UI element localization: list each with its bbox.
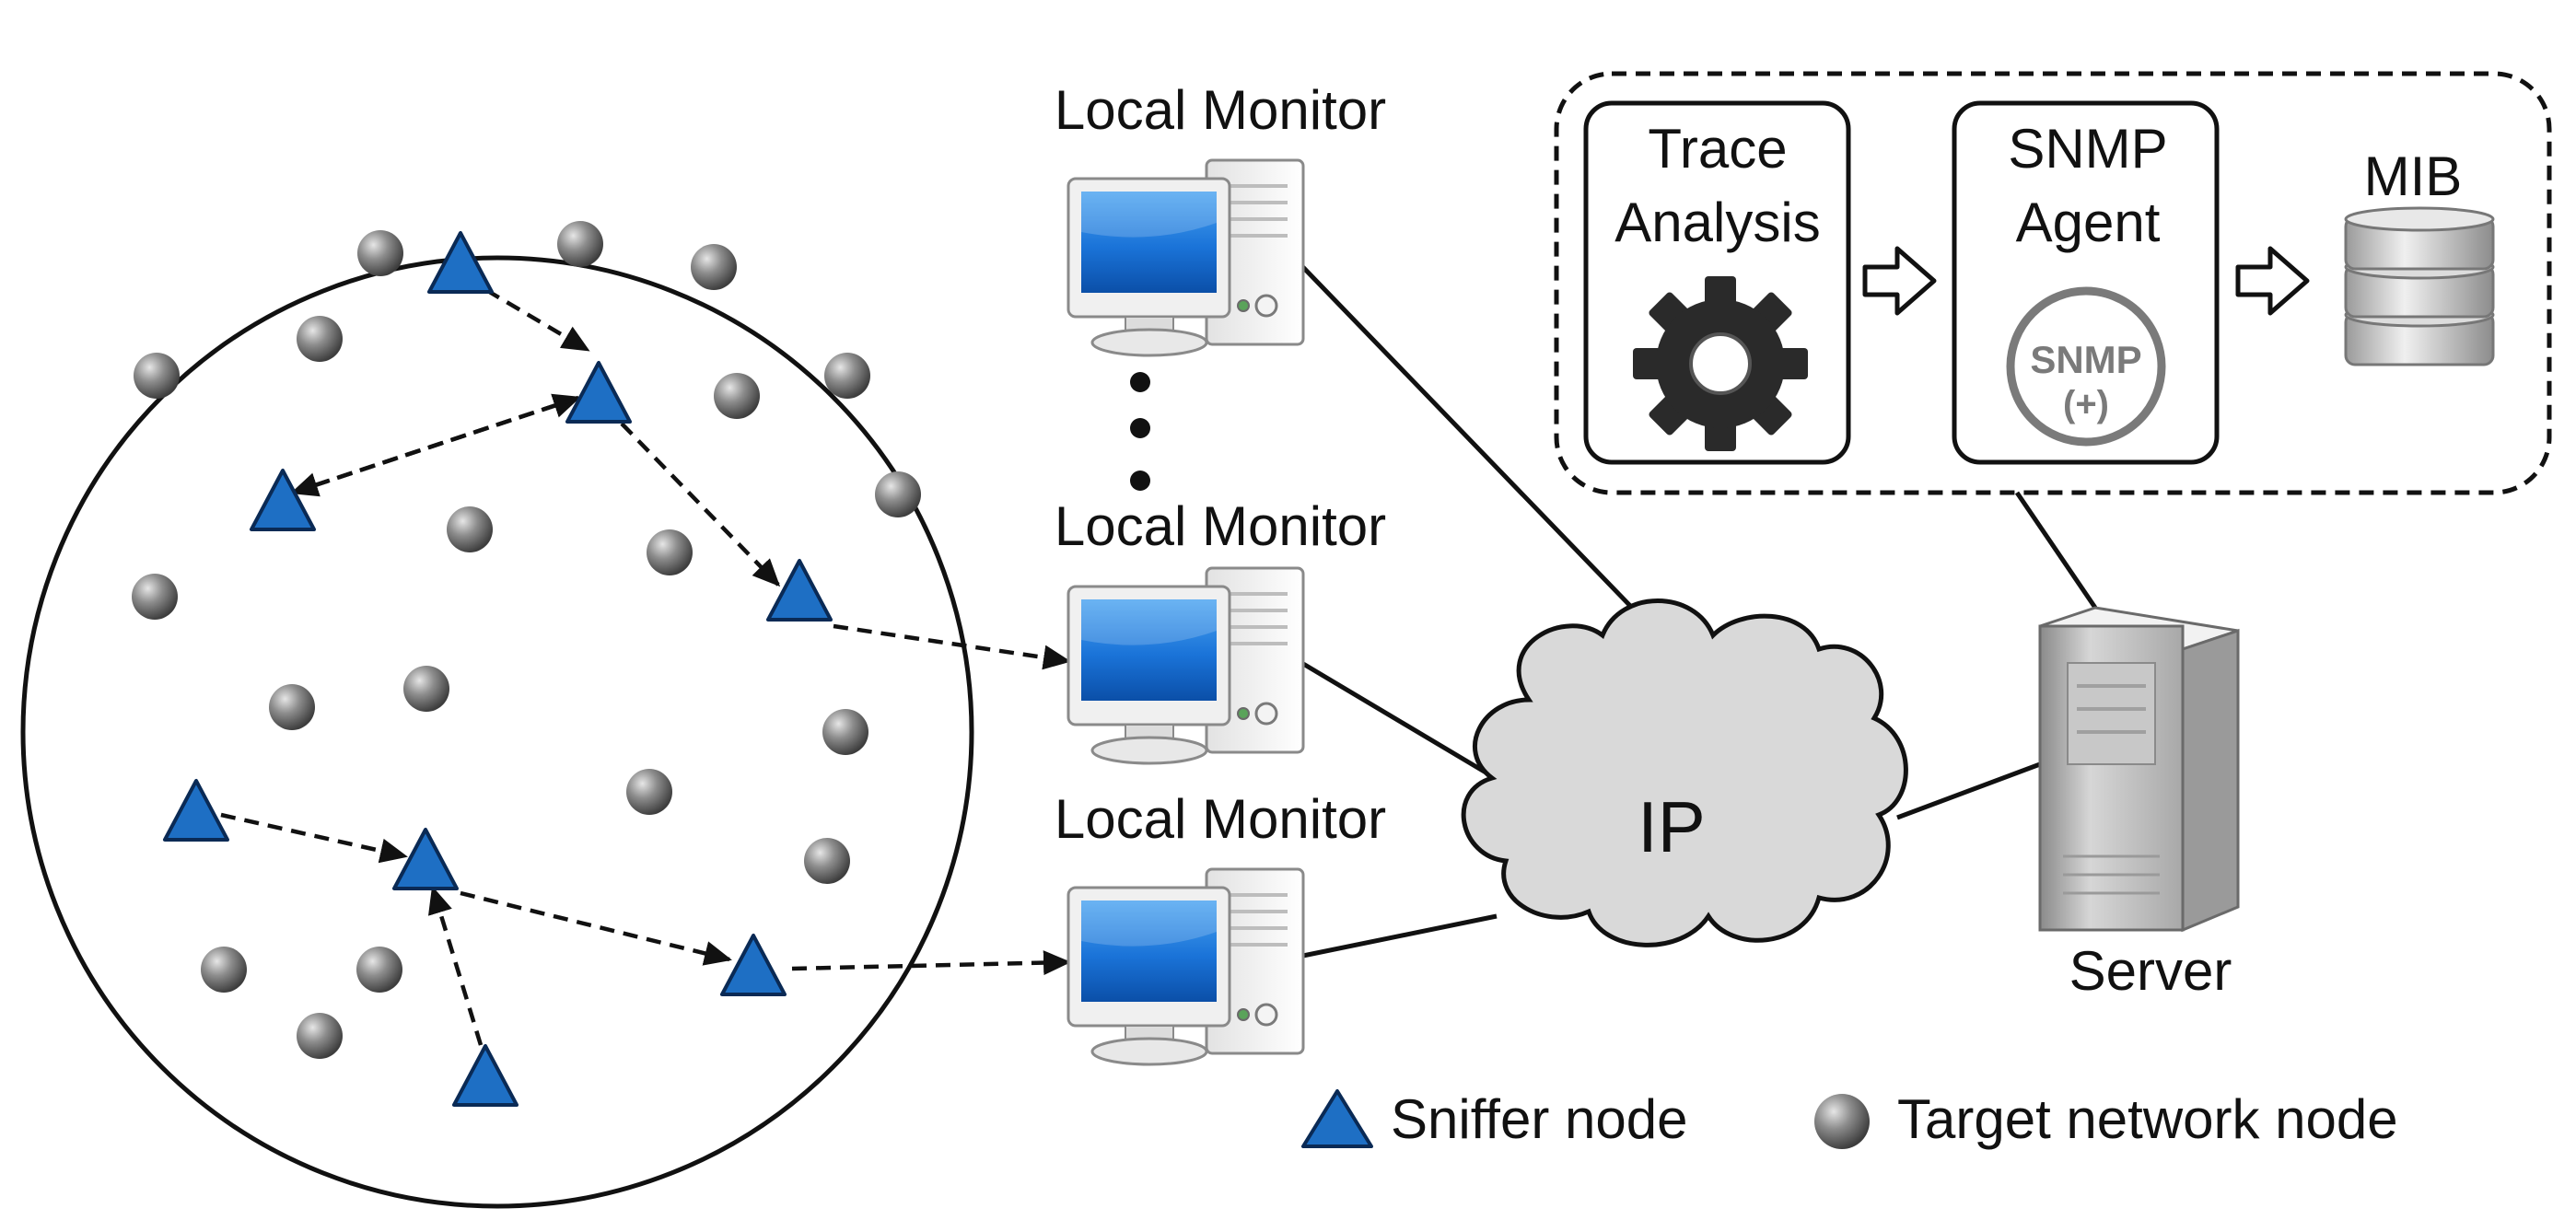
- sniffer-link: [833, 623, 1071, 670]
- trace-analysis-label-line2: Analysis: [1614, 192, 1820, 253]
- local-monitor-2-label: Local Monitor: [1055, 495, 1386, 557]
- target-node: [822, 709, 868, 755]
- panel-border: [1554, 71, 2552, 495]
- target-node: [403, 666, 449, 712]
- trace-analysis-box: Trace Analysis: [1583, 100, 1851, 465]
- database-icon: [2344, 206, 2495, 366]
- link-monitor2-ip: [1292, 656, 1489, 776]
- link-monitor3-ip: [1293, 913, 1498, 960]
- target-node: [557, 221, 603, 267]
- snmp-agent-label-line1: SNMP: [2008, 118, 2167, 180]
- local-monitor-2: Local Monitor: [1055, 495, 1386, 765]
- snmp-agent-box: SNMP Agent SNMP (+): [1952, 100, 2220, 465]
- target-node: [714, 373, 760, 419]
- target-node: [447, 506, 493, 552]
- ellipsis-dot: [1130, 372, 1150, 392]
- sniffer-links: [220, 288, 1071, 1046]
- ip-label: IP: [1638, 786, 1706, 867]
- monitor-icon: [1067, 158, 1305, 357]
- server: Server: [2038, 606, 2240, 1002]
- target-node: [297, 1013, 343, 1059]
- gear-icon: [1633, 276, 1808, 451]
- sniffer-link: [620, 422, 781, 587]
- local-monitor-3-label: Local Monitor: [1055, 788, 1386, 850]
- sniffer-node: [250, 469, 316, 531]
- legend-sniffer: Sniffer node: [1301, 1088, 1687, 1150]
- local-monitor-1: Local Monitor: [1055, 79, 1386, 357]
- local-monitor-3: Local Monitor: [1055, 788, 1386, 1066]
- sniffer-node: [163, 779, 229, 842]
- target-node: [824, 353, 870, 399]
- link-monitor1-ip: [1292, 256, 1687, 665]
- ellipsis-dot: [1130, 471, 1150, 491]
- server-icon: [2038, 606, 2240, 933]
- target-node: [297, 316, 343, 362]
- target-node: [691, 244, 737, 290]
- target-node: [875, 471, 921, 517]
- target-node: [804, 838, 850, 884]
- trace-analysis-label-line1: Trace: [1648, 118, 1787, 180]
- hollow-arrow-icon: [1862, 246, 1937, 316]
- target-node: [269, 684, 315, 730]
- target-legend-icon: [1814, 1094, 1870, 1149]
- link-server-panel: [2014, 491, 2098, 610]
- snmp-logo-plus: (+): [2063, 384, 2109, 424]
- target-node: [357, 230, 403, 276]
- target-node: [134, 353, 180, 399]
- sniffer-legend-icon: [1301, 1089, 1373, 1148]
- mib: MIB: [2344, 145, 2495, 366]
- sensor-field-circle: [20, 255, 974, 1209]
- sniffer-link: [484, 288, 590, 352]
- legend-target: Target network node: [1814, 1088, 2398, 1150]
- sniffer-nodes: [163, 231, 833, 1107]
- target-nodes: [132, 221, 921, 1059]
- target-node: [201, 947, 247, 993]
- snmp-logo-icon: SNMP (+): [2006, 286, 2166, 447]
- snmp-logo-text: SNMP: [2030, 338, 2141, 381]
- legend: Sniffer node Target network node: [1301, 1088, 2398, 1150]
- snmp-agent-label-line2: Agent: [2016, 192, 2161, 253]
- target-node: [626, 769, 672, 815]
- server-label: Server: [2069, 940, 2232, 1002]
- target-node: [132, 574, 178, 620]
- sniffer-link: [427, 886, 484, 1046]
- sniffer-node: [452, 1044, 519, 1107]
- hollow-arrow-icon: [2235, 246, 2310, 316]
- network-links: [1292, 256, 2098, 960]
- local-monitor-1-label: Local Monitor: [1055, 79, 1386, 141]
- sniffer-link: [220, 812, 408, 864]
- link-ip-server: [1896, 761, 2041, 820]
- monitor-icon: [1067, 566, 1305, 765]
- legend-target-label: Target network node: [1897, 1088, 2398, 1150]
- ellipsis-dot: [1130, 418, 1150, 438]
- server-components-panel: Trace Analysis: [1554, 71, 2552, 495]
- target-node: [356, 947, 402, 993]
- sniffer-node: [720, 934, 787, 996]
- sniffer-node: [565, 361, 632, 424]
- ellipsis-dots: [1130, 372, 1150, 491]
- target-node: [647, 529, 693, 575]
- sniffer-link: [791, 950, 1071, 976]
- sniffer-node: [392, 828, 459, 890]
- monitor-icon: [1067, 867, 1305, 1066]
- sniffer-link: [460, 890, 732, 966]
- legend-sniffer-label: Sniffer node: [1391, 1088, 1687, 1150]
- ip-cloud: IP: [1461, 598, 1908, 947]
- cloud-icon: [1461, 598, 1908, 947]
- sniffer-node: [766, 559, 833, 622]
- sniffer-link: [290, 395, 579, 497]
- mib-label: MIB: [2364, 145, 2463, 207]
